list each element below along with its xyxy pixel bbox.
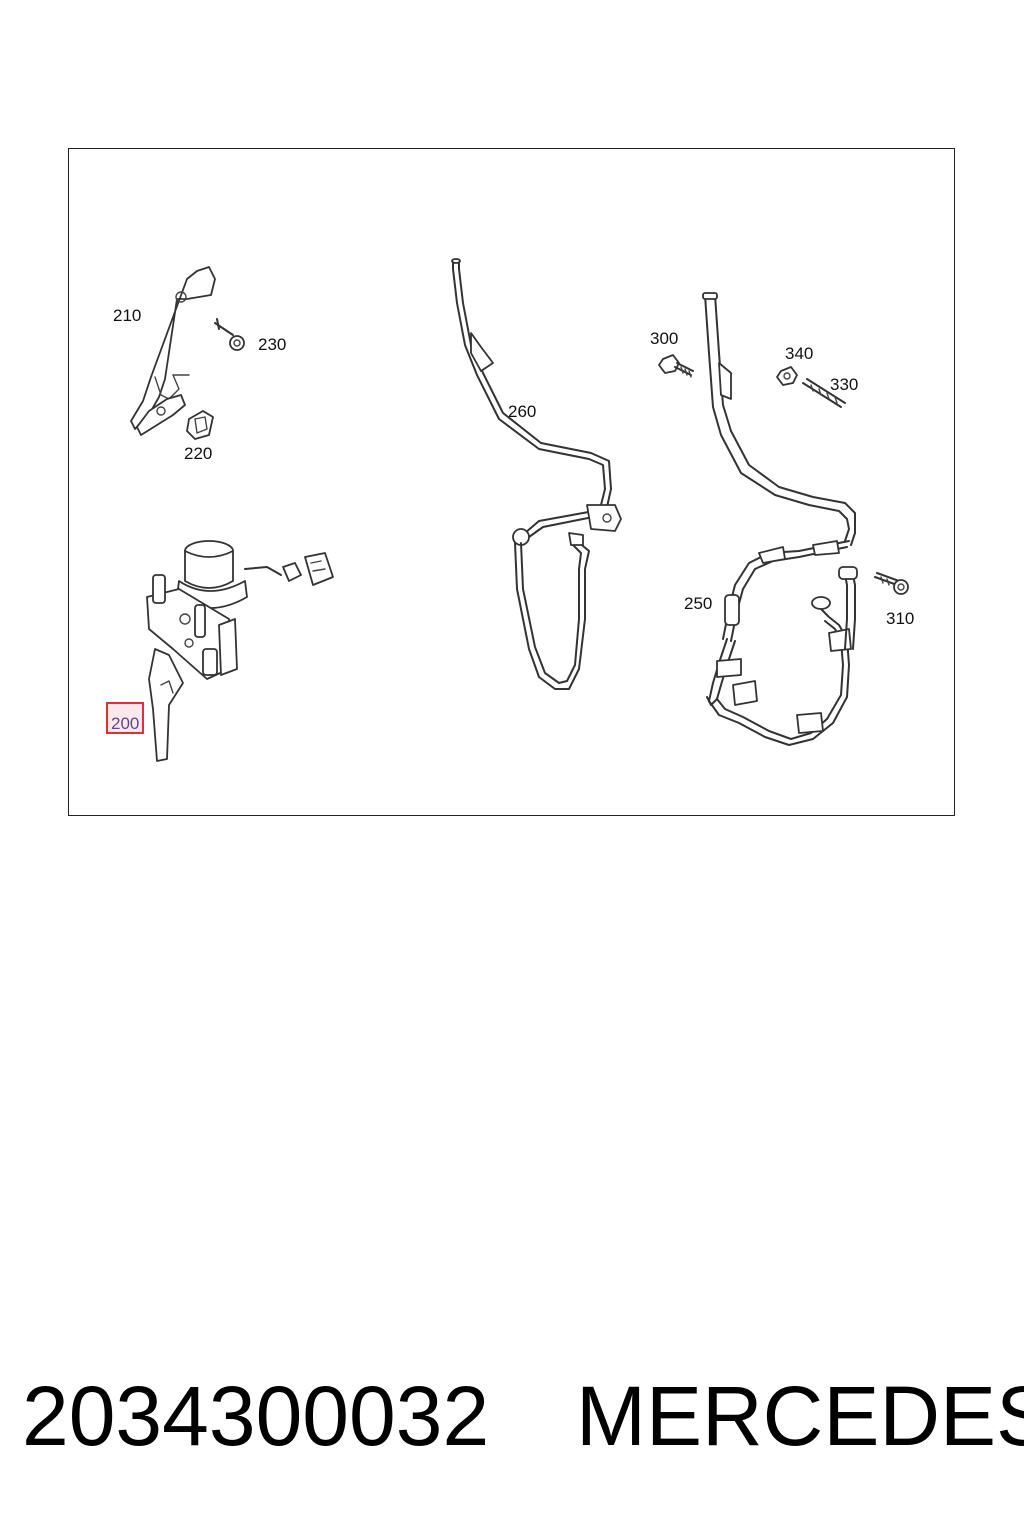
label-310: 310 xyxy=(886,609,914,628)
highlight-box xyxy=(106,702,144,734)
label-250: 250 xyxy=(684,594,712,613)
part-310-bolt[interactable] xyxy=(874,572,909,595)
part-340-nut[interactable] xyxy=(776,366,798,386)
part-330-stud[interactable] xyxy=(802,378,846,408)
parts-diagram: 210 230 220 200 260 300 340 330 250 310 xyxy=(106,258,914,762)
label-340: 340 xyxy=(785,344,813,363)
part-number: 2034300032 xyxy=(22,1369,490,1463)
label-210: 210 xyxy=(113,306,141,325)
label-330: 330 xyxy=(830,375,858,394)
part-200-vacuum-pump[interactable] xyxy=(146,540,334,762)
label-200: 200 xyxy=(111,714,139,733)
label-300: 300 xyxy=(650,329,678,348)
part-230-bolt[interactable] xyxy=(214,318,245,351)
caption: 2034300032 MERCEDES xyxy=(0,1368,1024,1468)
part-220-clip-nut[interactable] xyxy=(186,410,214,440)
label-220: 220 xyxy=(184,444,212,463)
part-250-vacuum-line[interactable] xyxy=(702,292,858,746)
label-260: 260 xyxy=(508,402,536,421)
part-300-bolt[interactable] xyxy=(658,354,694,378)
label-230: 230 xyxy=(258,335,286,354)
parts-diagram-frame: 210 230 220 200 260 300 340 330 250 310 xyxy=(68,148,955,816)
part-260-vacuum-line[interactable] xyxy=(451,258,622,690)
brand-name: MERCEDES xyxy=(576,1369,1024,1463)
part-210-bracket[interactable] xyxy=(130,266,216,436)
